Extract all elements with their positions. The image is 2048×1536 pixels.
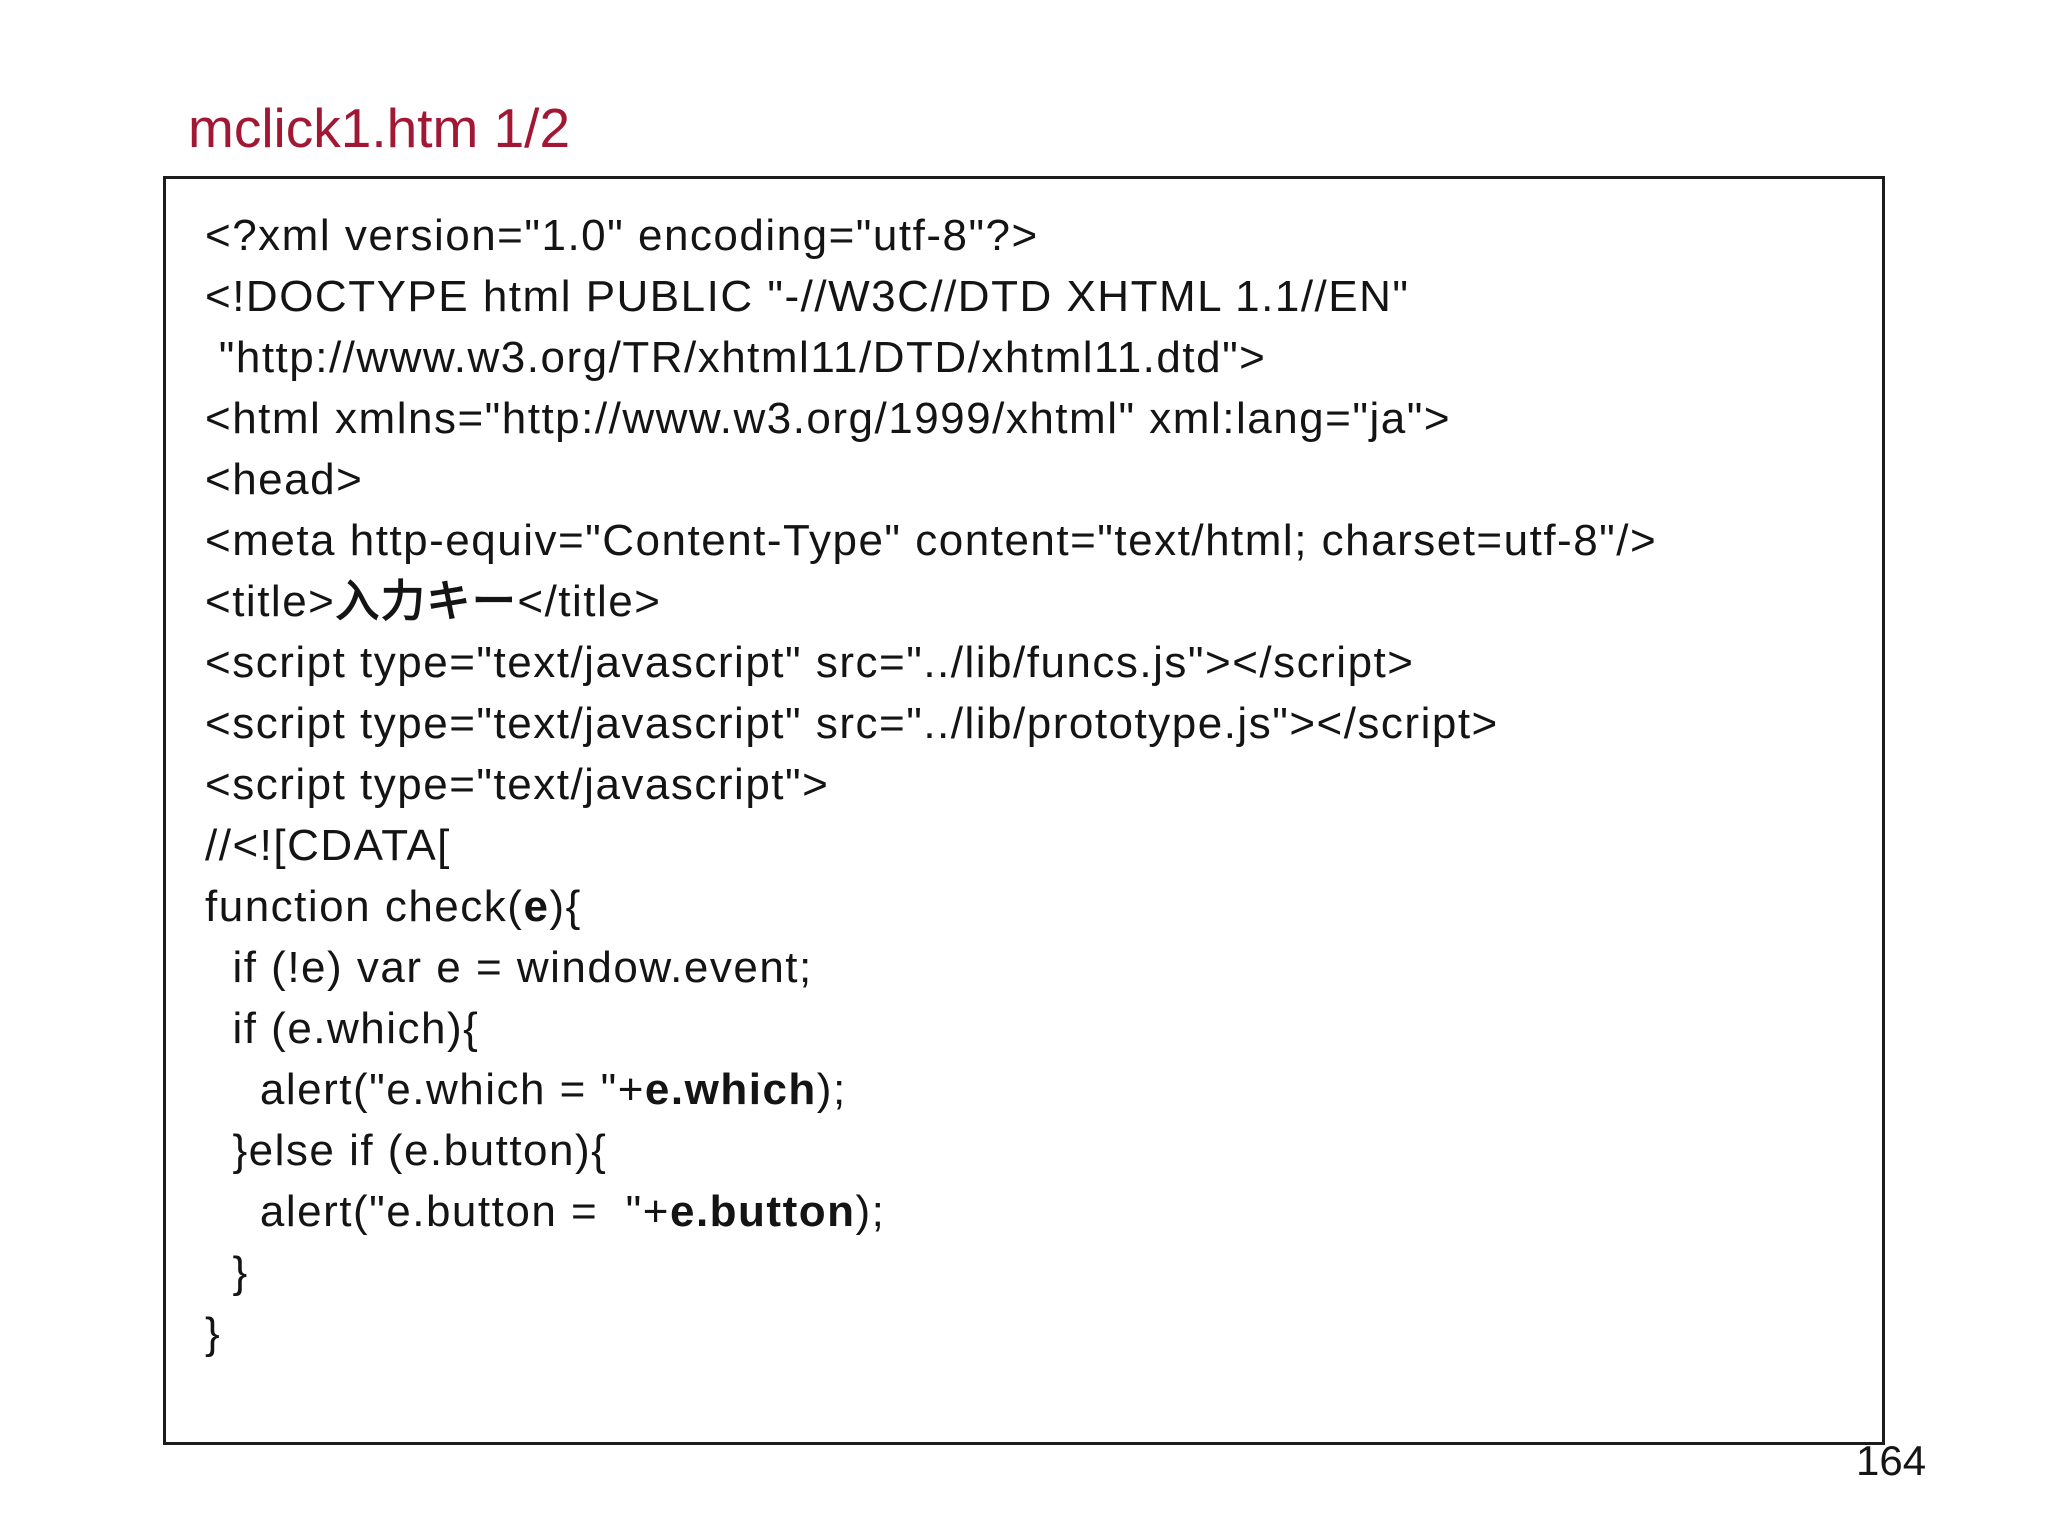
code-line: <script type="text/javascript"> <box>205 754 1862 815</box>
code-text: <?xml version="1.0" encoding="utf-8"?> <box>205 211 1039 260</box>
code-text: "http://www.w3.org/TR/xhtml11/DTD/xhtml1… <box>205 333 1267 382</box>
code-line: <meta http-equiv="Content-Type" content=… <box>205 510 1862 571</box>
code-text: } <box>205 1248 249 1297</box>
code-line: function check(e){ <box>205 876 1862 937</box>
code-text: if (!e) var e = window.event; <box>205 943 813 992</box>
code-line: if (e.which){ <box>205 998 1862 1059</box>
code-line: //<![CDATA[ <box>205 815 1862 876</box>
code-line: alert("e.which = "+e.which); <box>205 1059 1862 1120</box>
code-line: <html xmlns="http://www.w3.org/1999/xhtm… <box>205 388 1862 449</box>
code-text: </title> <box>517 577 662 626</box>
code-text: if (e.which){ <box>205 1004 480 1053</box>
code-text: ); <box>816 1065 847 1114</box>
code-text: ); <box>855 1187 886 1236</box>
code-line: "http://www.w3.org/TR/xhtml11/DTD/xhtml1… <box>205 327 1862 388</box>
code-text: }else if (e.button){ <box>205 1126 608 1175</box>
code-line: } <box>205 1303 1862 1364</box>
code-text: function check( <box>205 882 524 931</box>
page-number: 164 <box>1856 1437 1927 1484</box>
code-text: alert("e.button = "+ <box>205 1187 670 1236</box>
code-box: <?xml version="1.0" encoding="utf-8"?> <!… <box>163 176 1885 1445</box>
code-emphasis: 入力キー <box>335 577 518 626</box>
code-text: } <box>205 1309 222 1358</box>
code-text: <script type="text/javascript" src="../l… <box>205 699 1499 748</box>
code-line: <script type="text/javascript" src="../l… <box>205 693 1862 754</box>
code-text: <title> <box>205 577 336 626</box>
code-text: <meta http-equiv="Content-Type" content=… <box>205 516 1658 565</box>
code-emphasis: e.which <box>644 1065 817 1114</box>
code-line: <head> <box>205 449 1862 510</box>
code-line: <script type="text/javascript" src="../l… <box>205 632 1862 693</box>
code-text: <html xmlns="http://www.w3.org/1999/xhtm… <box>205 394 1452 443</box>
code-line: <?xml version="1.0" encoding="utf-8"?> <box>205 205 1862 266</box>
code-text: <head> <box>205 455 364 504</box>
code-line: <title>入力キー</title> <box>205 571 1862 632</box>
code-text: alert("e.which = "+ <box>205 1065 645 1114</box>
code-line: }else if (e.button){ <box>205 1120 1862 1181</box>
code-text: <script type="text/javascript" src="../l… <box>205 638 1415 687</box>
code-text: <script type="text/javascript"> <box>205 760 830 809</box>
code-emphasis: e <box>523 882 550 931</box>
code-text: <!DOCTYPE html PUBLIC "-//W3C//DTD XHTML… <box>205 272 1410 321</box>
code-line: } <box>205 1242 1862 1303</box>
code-line: if (!e) var e = window.event; <box>205 937 1862 998</box>
code-line: alert("e.button = "+e.button); <box>205 1181 1862 1242</box>
code-line: <!DOCTYPE html PUBLIC "-//W3C//DTD XHTML… <box>205 266 1862 327</box>
slide-title: mclick1.htm 1/2 <box>188 97 571 159</box>
code-text: //<![CDATA[ <box>205 821 451 870</box>
code-text: ){ <box>549 882 582 931</box>
code-emphasis: e.button <box>669 1187 856 1236</box>
